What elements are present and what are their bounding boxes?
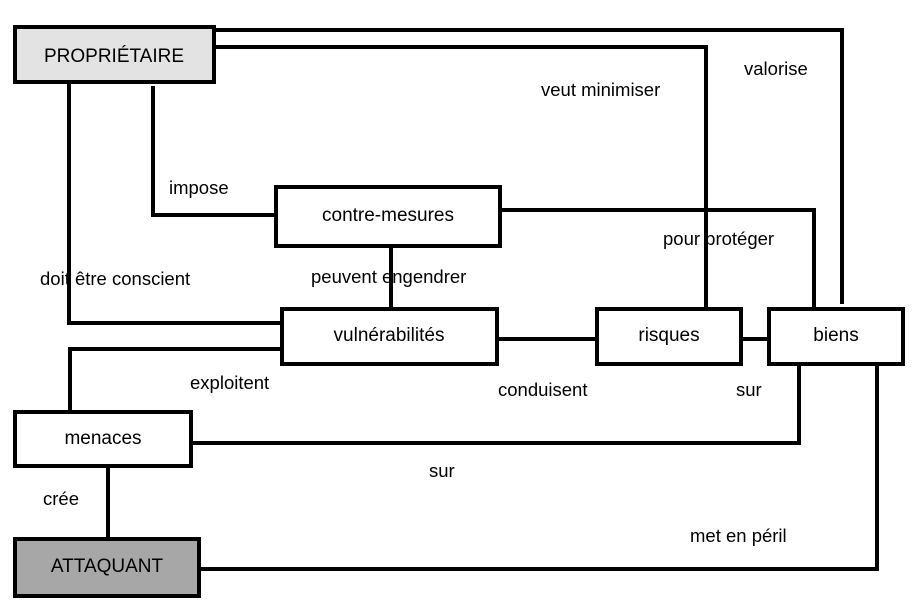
edge-sur-menaces-biens	[189, 362, 801, 445]
biens-label: biens	[813, 325, 858, 346]
vulnerabilites-box	[280, 307, 499, 366]
edge-met-en-peril	[197, 362, 879, 571]
vulnerabilites-label: vulnérabilités	[334, 325, 445, 346]
menaces-label: menaces	[64, 428, 141, 449]
label-peuvent-engendrer: peuvent engendrer	[311, 266, 466, 287]
node-contre-mesures: contre-mesures	[274, 185, 502, 248]
node-vulnerabilites: vulnérabilités	[280, 307, 499, 366]
biens-box	[767, 307, 905, 366]
node-risques: risques	[595, 307, 743, 366]
label-valorise: valorise	[744, 58, 808, 79]
label-met-en-peril: met en péril	[690, 525, 787, 546]
label-cree: crée	[43, 488, 79, 509]
contre-mesures-label: contre-mesures	[322, 205, 454, 226]
edge-exploitent	[68, 347, 284, 414]
label-impose: impose	[169, 177, 229, 198]
risques-label: risques	[638, 325, 699, 346]
attaquant-label: ATTAQUANT	[51, 556, 164, 577]
label-veut-minimiser: veut minimiser	[541, 79, 660, 100]
label-pour-proteger: pour protéger	[663, 228, 774, 249]
proprietaire-box	[13, 25, 216, 84]
risques-box	[595, 307, 743, 366]
attaquant-box	[13, 537, 201, 598]
edge-impose	[151, 86, 278, 217]
connectors	[67, 28, 879, 571]
node-attaquant: ATTAQUANT	[13, 537, 201, 598]
edge-valorise	[212, 28, 844, 304]
contre-mesures-box	[274, 185, 502, 248]
edge-veut-minimiser	[212, 45, 708, 311]
label-sur-risques-biens: sur	[736, 379, 762, 400]
edge-pour-proteger	[498, 208, 816, 311]
label-exploitent: exploitent	[190, 372, 269, 393]
node-biens: biens	[767, 307, 905, 366]
node-proprietaire: PROPRIÉTAIRE	[13, 25, 216, 84]
menaces-box	[13, 410, 193, 468]
label-sur-menaces-biens: sur	[429, 460, 455, 481]
label-doit-etre-conscient: doit être conscient	[40, 268, 190, 289]
edge-labels: valorise veut minimiser impose doit être…	[40, 58, 808, 546]
edge-doit-etre-conscient	[67, 83, 284, 325]
proprietaire-label: PROPRIÉTAIRE	[44, 46, 184, 67]
label-conduisent: conduisent	[498, 379, 587, 400]
node-menaces: menaces	[13, 410, 193, 468]
